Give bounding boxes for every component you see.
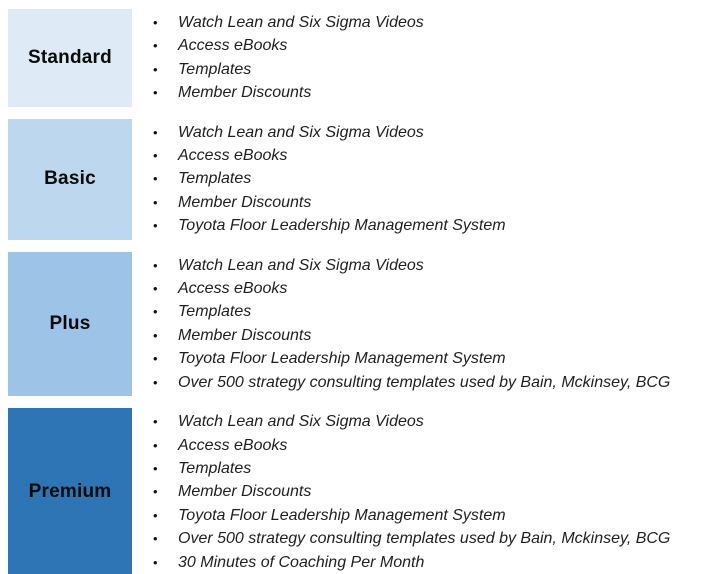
tier-box: Standard <box>8 9 132 107</box>
feature-item: • Watch Lean and Six Sigma Videos <box>153 254 670 277</box>
feature-item: • Templates <box>153 457 670 480</box>
tier-box: Basic <box>8 118 132 240</box>
feature-text: Toyota Floor Leadership Management Syste… <box>178 350 506 368</box>
bullet-icon: • <box>153 85 158 101</box>
bullet-icon: • <box>153 460 158 476</box>
bullet-icon: • <box>153 194 158 210</box>
feature-text: Access eBooks <box>178 280 288 298</box>
feature-item: • Over 500 strategy consulting templates… <box>153 527 670 550</box>
feature-item: • Templates <box>153 167 506 190</box>
feature-item: • Over 500 strategy consulting templates… <box>153 371 670 394</box>
bullet-icon: • <box>153 327 158 343</box>
bullet-icon: • <box>153 507 158 523</box>
feature-text: 30 Minutes of Coaching Per Month <box>178 553 425 571</box>
bullet-icon: • <box>153 257 158 273</box>
feature-text: Watch Lean and Six Sigma Videos <box>178 14 424 31</box>
feature-item: • Access eBooks <box>153 434 670 457</box>
tier-label: Premium <box>28 481 112 503</box>
feature-list: • Watch Lean and Six Sigma Videos • Acce… <box>153 252 670 396</box>
tier-section: Standard • Watch Lean and Six Sigma Vide… <box>8 9 709 107</box>
feature-text: Watch Lean and Six Sigma Videos <box>178 256 424 274</box>
feature-text: Templates <box>178 303 252 321</box>
bullet-icon: • <box>153 171 158 187</box>
feature-item: • Member Discounts <box>153 324 670 347</box>
feature-item: • Access eBooks <box>153 144 506 167</box>
feature-list: • Watch Lean and Six Sigma Videos • Acce… <box>153 119 506 240</box>
bullet-icon: • <box>153 437 158 453</box>
bullet-icon: • <box>153 148 158 164</box>
bullet-icon: • <box>153 15 158 30</box>
feature-item: • 30 Minutes of Coaching Per Month <box>153 551 670 574</box>
tier-section: Plus • Watch Lean and Six Sigma Videos •… <box>8 251 709 397</box>
feature-text: Member Discounts <box>178 84 312 102</box>
feature-text: Access eBooks <box>178 37 288 55</box>
feature-text: Member Discounts <box>178 483 312 501</box>
tier-label: Basic <box>44 168 96 190</box>
feature-item: • Toyota Floor Leadership Management Sys… <box>153 214 506 237</box>
feature-item: • Access eBooks <box>153 277 670 300</box>
feature-text: Member Discounts <box>178 326 312 344</box>
feature-text: Access eBooks <box>178 436 288 454</box>
bullet-icon: • <box>153 374 158 390</box>
tier-box: Premium <box>8 408 132 574</box>
tier-box: Plus <box>8 251 132 397</box>
bullet-icon: • <box>153 304 158 320</box>
feature-item: • Member Discounts <box>153 191 506 214</box>
bullet-icon: • <box>153 484 158 500</box>
feature-text: Toyota Floor Leadership Management Syste… <box>178 506 506 524</box>
feature-text: Access eBooks <box>178 147 288 165</box>
bullet-icon: • <box>153 554 158 570</box>
tier-label: Standard <box>28 46 112 68</box>
feature-item: • Templates <box>153 300 670 323</box>
feature-item: • Toyota Floor Leadership Management Sys… <box>153 347 670 370</box>
feature-item: • Toyota Floor Leadership Management Sys… <box>153 504 670 527</box>
feature-text: Toyota Floor Leadership Management Syste… <box>178 217 506 235</box>
feature-text: Member Discounts <box>178 193 312 211</box>
tier-section: Basic • Watch Lean and Six Sigma Videos … <box>8 118 709 240</box>
feature-text: Watch Lean and Six Sigma Videos <box>178 413 424 431</box>
feature-text: Templates <box>178 459 252 477</box>
feature-text: Watch Lean and Six Sigma Videos <box>178 123 424 141</box>
bullet-icon: • <box>153 61 158 77</box>
feature-item: • Member Discounts <box>153 480 670 503</box>
feature-item: • Watch Lean and Six Sigma Videos <box>153 11 424 34</box>
feature-item: • Watch Lean and Six Sigma Videos <box>153 121 506 144</box>
tier-section: Premium • Watch Lean and Six Sigma Video… <box>8 408 709 574</box>
feature-item: • Watch Lean and Six Sigma Videos <box>153 410 670 433</box>
bullet-icon: • <box>153 414 158 430</box>
bullet-icon: • <box>153 218 158 234</box>
bullet-icon: • <box>153 124 158 140</box>
feature-item: • Member Discounts <box>153 81 424 104</box>
bullet-icon: • <box>153 281 158 297</box>
feature-text: Templates <box>178 60 252 78</box>
feature-item: • Templates <box>153 58 424 81</box>
bullet-icon: • <box>153 531 158 547</box>
bullet-icon: • <box>153 351 158 367</box>
feature-text: Over 500 strategy consulting templates u… <box>178 530 671 548</box>
tier-label: Plus <box>49 312 91 334</box>
bullet-icon: • <box>153 38 158 54</box>
feature-text: Templates <box>178 170 252 188</box>
feature-item: • Access eBooks <box>153 34 424 57</box>
feature-list: • Watch Lean and Six Sigma Videos • Acce… <box>153 9 424 107</box>
feature-list: • Watch Lean and Six Sigma Videos • Acce… <box>153 408 670 574</box>
feature-text: Over 500 strategy consulting templates u… <box>178 373 671 391</box>
